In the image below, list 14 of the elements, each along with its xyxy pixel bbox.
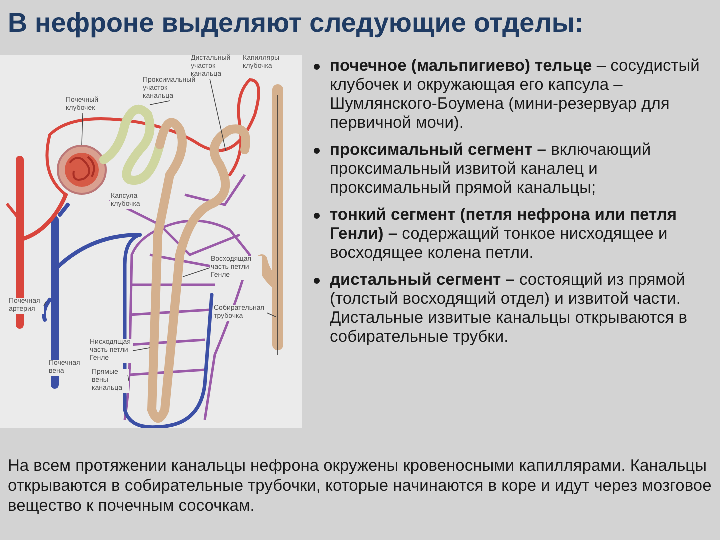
leader-line: [128, 374, 130, 382]
bullet-item: тонкий сегмент (петля нефрона или петля Генли) – содержащий тонкое нисходящее и восходящее колена петли.: [310, 206, 710, 263]
slide-title: В нефроне выделяют следующие отделы:: [8, 8, 584, 39]
leader-line: [82, 112, 84, 146]
leader-line: [210, 78, 226, 152]
bullet-item: дистальный сегмент – состоящий из прямой (толстый восходящий отдел) и извитой части. Дистальные извитые канальцы открываются в собирательные трубки.: [310, 270, 710, 347]
leader-line: [132, 348, 150, 352]
leader-line: [266, 312, 276, 318]
leader-line: [150, 100, 170, 106]
leader-line: [182, 268, 210, 278]
paragraph: На всем протяжении канальцы нефрона окружены кровеносными капиллярами. Канальцы открываются в собирательные трубочки, которые начинаются в коре и идут через мозговое вещество к почечным сосочкам.: [8, 457, 713, 516]
leader-line: [44, 302, 46, 306]
bullet-item: почечное (мальпигиево) тельце – сосудистый клубочек и окружающая его капсула – Шумлянского-Боумена (мини-резервуар для первичной мочи).: [310, 57, 710, 133]
bullet-item: проксимальный сегмент – включающий проксимальный извитой каналец и проксимальный прямой канальцы;: [310, 140, 710, 198]
